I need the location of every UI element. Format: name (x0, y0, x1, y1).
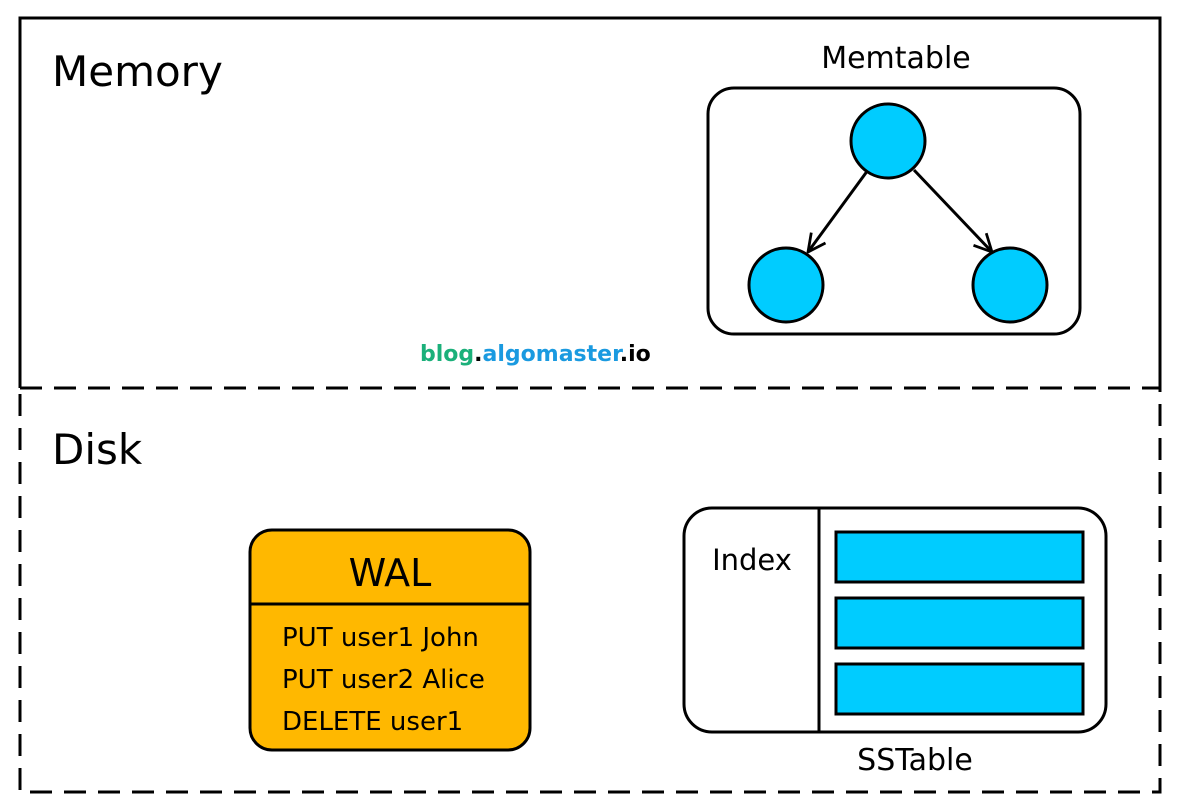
tree-node-right (971, 246, 1049, 324)
wal-entry-2: PUT user2 Alice (282, 665, 485, 695)
watermark-part3: io (628, 342, 651, 367)
sstable-data-block-3 (834, 662, 1085, 716)
wal-box: WAL PUT user1 John PUT user2 Alice DELET… (248, 528, 532, 752)
sstable-label: SSTable (857, 743, 973, 778)
tree-node-root (849, 102, 927, 180)
disk-section: Disk WAL PUT user1 John PUT user2 Alice … (18, 386, 1162, 794)
watermark-part1: blog (420, 342, 474, 367)
memory-section-border (18, 16, 1162, 388)
sstable: Index SSTable (682, 506, 1108, 778)
tree-edge-right (912, 168, 994, 254)
memtable: Memtable (706, 41, 1082, 336)
watermark-dot2: . (620, 342, 628, 367)
watermark: blog.algomaster.io (420, 342, 651, 367)
disk-title: Disk (52, 425, 143, 474)
watermark-dot1: . (474, 342, 482, 367)
sstable-data-block-1 (834, 530, 1085, 584)
wal-entry-1: PUT user1 John (282, 623, 479, 653)
wal-title: WAL (349, 551, 432, 595)
sstable-data-block-2 (834, 596, 1085, 650)
tree-node-left (747, 246, 825, 324)
memtable-label: Memtable (821, 41, 971, 76)
memory-title: Memory (52, 47, 223, 96)
watermark-part2: algomaster (483, 342, 624, 367)
tree-edge-left (806, 169, 870, 254)
wal-entry-3: DELETE user1 (282, 707, 463, 737)
sstable-index-label: Index (712, 543, 792, 577)
disk-section-border (18, 386, 1162, 794)
wal-rect (248, 528, 532, 752)
memory-section: Memory Memtable blog.algomaster.io (18, 16, 1162, 388)
